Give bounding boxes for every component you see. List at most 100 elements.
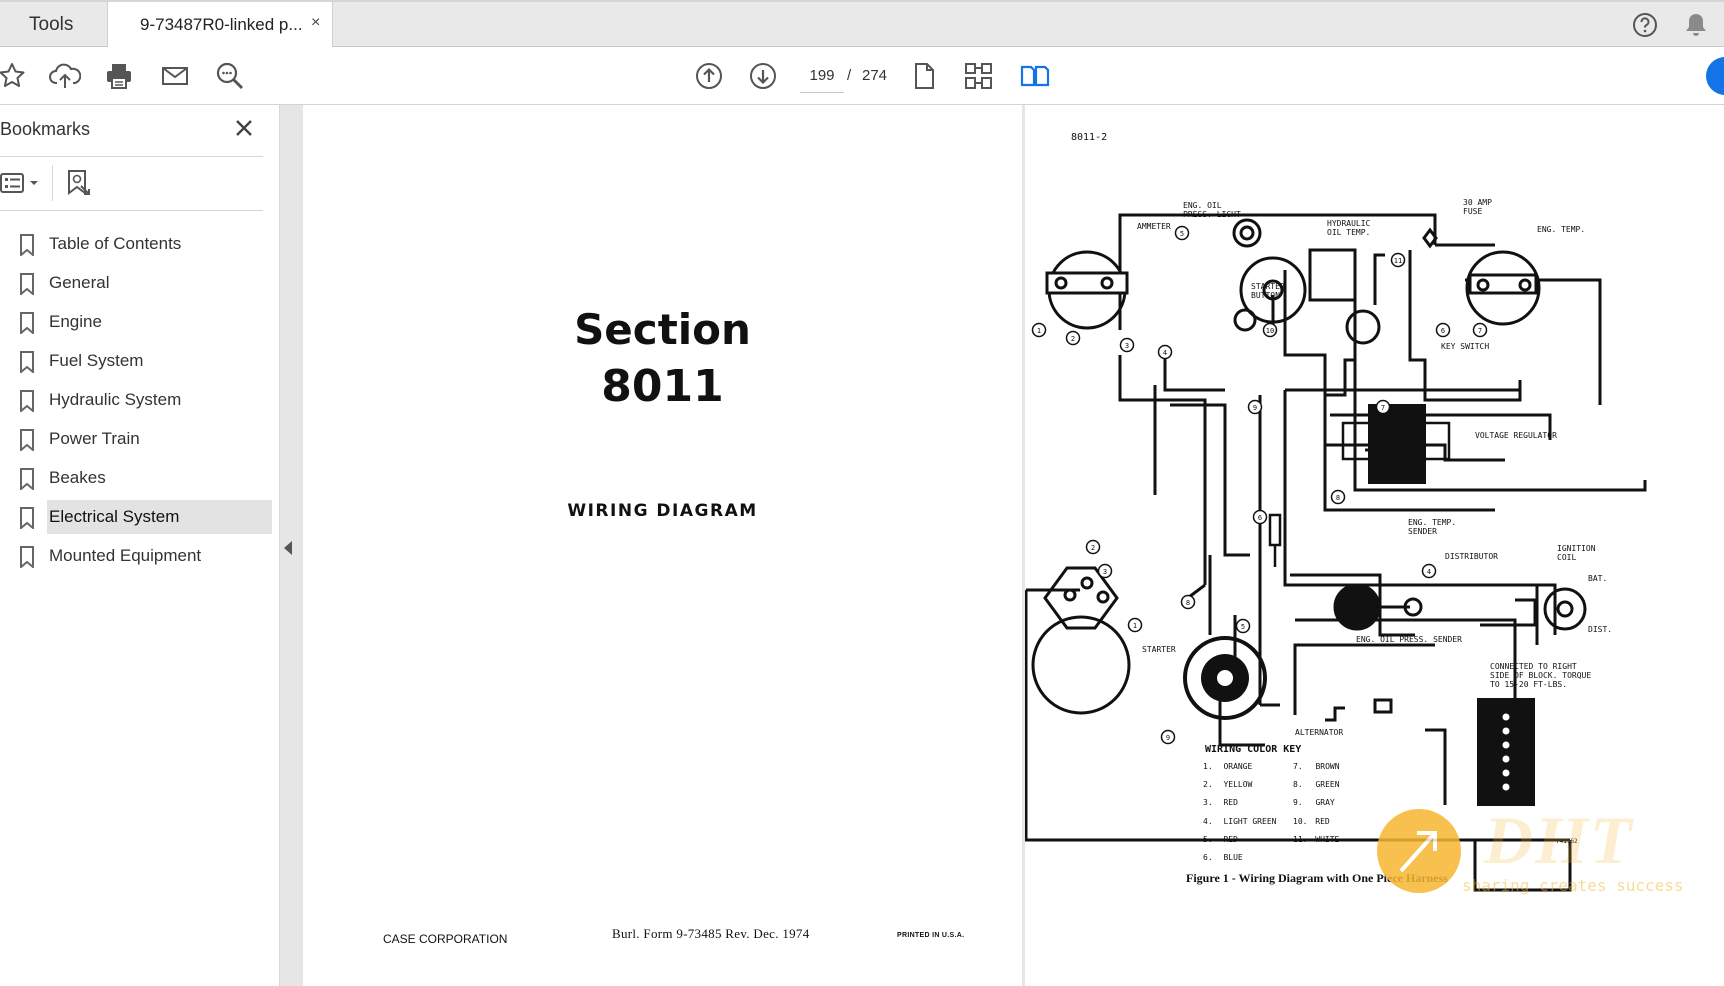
bookmark-label: Power Train bbox=[49, 429, 140, 448]
zoom-search-icon[interactable] bbox=[213, 59, 247, 93]
color-key-num: 6. bbox=[1203, 853, 1213, 863]
bookmark-icon bbox=[20, 234, 34, 256]
color-key-num: 8. bbox=[1293, 780, 1303, 790]
svg-text:2: 2 bbox=[1071, 335, 1075, 343]
section-number: 8011 bbox=[601, 361, 724, 412]
bookmark-item-mounted-equipment[interactable]: Mounted Equipment bbox=[0, 537, 272, 576]
color-key-num: 10. bbox=[1293, 816, 1308, 826]
voltage-regulator bbox=[1341, 404, 1451, 484]
gauges bbox=[1045, 218, 1541, 345]
color-key-row: 7. BROWN bbox=[1293, 758, 1393, 776]
alternator bbox=[1183, 636, 1267, 720]
bookmark-item-engine[interactable]: Engine bbox=[0, 303, 272, 342]
tab-tools-label: Tools bbox=[29, 13, 74, 35]
collapse-panel-icon[interactable] bbox=[284, 541, 292, 555]
bookmark-item-power-train[interactable]: Power Train bbox=[0, 420, 272, 459]
color-key-color: RED bbox=[1223, 798, 1238, 808]
label-bat: BAT. bbox=[1588, 574, 1608, 583]
figure-caption: Figure 1 - Wiring Diagram with One Piece… bbox=[1186, 871, 1448, 885]
page-separator: / bbox=[847, 67, 852, 84]
star-icon[interactable] bbox=[0, 59, 29, 93]
label-distributor: DISTRIBUTOR bbox=[1445, 552, 1498, 561]
help-icon[interactable] bbox=[1632, 12, 1658, 43]
label-ignition-coil-1: IGNITION bbox=[1557, 544, 1596, 553]
footer-company: CASE CORPORATION bbox=[383, 932, 508, 946]
tab-document[interactable]: 9-73487R0-linked p... × bbox=[107, 2, 333, 48]
page-number-input[interactable] bbox=[800, 59, 844, 93]
add-bookmark-icon[interactable] bbox=[65, 167, 93, 199]
color-key-row: 1. ORANGE bbox=[1203, 758, 1303, 776]
cloud-upload-icon[interactable] bbox=[48, 59, 82, 93]
color-key-column-1: 1. ORANGE 2. YELLOW 3. RED 4. LIGHT GREE… bbox=[1203, 758, 1303, 867]
bookmark-item-hydraulic-system[interactable]: Hydraulic System bbox=[0, 381, 272, 420]
wire-markers bbox=[1031, 225, 1488, 745]
notification-bell-icon[interactable] bbox=[1684, 12, 1708, 43]
color-key-row: 9. GRAY bbox=[1293, 794, 1393, 812]
color-key-row: 6. BLUE bbox=[1203, 849, 1303, 867]
label-oil-press-sender: ENG. OIL PRESS. SENDER bbox=[1356, 635, 1462, 644]
color-key-color: BROWN bbox=[1315, 762, 1340, 771]
color-key-row: 10. RED bbox=[1293, 813, 1393, 831]
section-title: Section bbox=[574, 305, 751, 354]
single-page-icon[interactable] bbox=[907, 59, 941, 93]
main-toolbar: / 274 bbox=[0, 47, 1724, 105]
color-key-row: 5. RED bbox=[1203, 831, 1303, 849]
label-starter-button-2: BUTTON bbox=[1251, 291, 1280, 300]
color-key-num: 3. bbox=[1203, 798, 1213, 808]
terminal-block bbox=[1477, 698, 1535, 806]
svg-text:4: 4 bbox=[1427, 568, 1431, 576]
tab-tools[interactable]: Tools bbox=[0, 2, 107, 47]
color-key-title: WIRING COLOR KEY bbox=[1205, 744, 1302, 755]
bookmark-label: Electrical System bbox=[49, 507, 180, 526]
svg-text:8: 8 bbox=[1186, 599, 1190, 607]
label-hyd-temp-1: HYDRAULIC bbox=[1327, 219, 1371, 228]
color-key-num: 4. bbox=[1203, 816, 1213, 826]
account-avatar[interactable] bbox=[1706, 57, 1724, 95]
label-starter-button-1: STARTER bbox=[1251, 282, 1285, 291]
bookmark-icon bbox=[20, 429, 34, 451]
bookmark-item-electrical-system[interactable]: Electrical System bbox=[0, 498, 272, 537]
svg-text:9: 9 bbox=[1166, 734, 1170, 742]
bookmark-label: Fuel System bbox=[49, 351, 144, 370]
label-oil-press-light-1: ENG. OIL bbox=[1183, 201, 1222, 210]
footer-form-number: Burl. Form 9-73485 Rev. Dec. 1974 bbox=[612, 926, 810, 941]
label-part-number: 741162 bbox=[1556, 838, 1578, 845]
bookmark-item-general[interactable]: General bbox=[0, 264, 272, 303]
bookmark-options-menu[interactable] bbox=[0, 167, 44, 199]
label-block-note-3: TO 15-20 FT-LBS. bbox=[1490, 680, 1568, 689]
bookmark-icon bbox=[20, 507, 34, 529]
arrow-down-icon[interactable] bbox=[746, 59, 780, 93]
bookmarks-panel-title: Bookmarks bbox=[0, 119, 91, 139]
two-page-view-icon[interactable] bbox=[1018, 59, 1052, 93]
svg-text:11: 11 bbox=[1394, 257, 1402, 265]
label-eng-temp-sender-1: ENG. TEMP. bbox=[1408, 518, 1457, 527]
svg-text:8: 8 bbox=[1336, 494, 1340, 502]
color-key-num: 5. bbox=[1203, 834, 1213, 844]
arrow-up-icon[interactable] bbox=[692, 59, 726, 93]
mail-icon[interactable] bbox=[158, 59, 192, 93]
close-panel-icon[interactable] bbox=[233, 117, 255, 139]
bookmark-label: General bbox=[49, 273, 110, 292]
printer-icon[interactable] bbox=[102, 59, 136, 93]
svg-text:7: 7 bbox=[1381, 404, 1385, 412]
svg-text:6: 6 bbox=[1441, 327, 1445, 335]
tab-close-button[interactable]: × bbox=[311, 14, 321, 31]
bookmark-label: Engine bbox=[49, 312, 102, 331]
thumbnails-icon[interactable] bbox=[962, 59, 996, 93]
bookmark-item-table-of-contents[interactable]: Table of Contents bbox=[0, 225, 272, 264]
color-key-row: 8. GREEN bbox=[1293, 776, 1393, 794]
pdf-page-left: Section 8011 WIRING DIAGRAM CASE CORPORA… bbox=[303, 105, 1022, 986]
color-key-color: ORANGE bbox=[1223, 762, 1253, 771]
color-key-color: BLUE bbox=[1223, 853, 1243, 863]
bookmark-item-fuel-system[interactable]: Fuel System bbox=[0, 342, 272, 381]
bookmark-item-beakes[interactable]: Beakes bbox=[0, 459, 272, 498]
color-key-color: GRAY bbox=[1315, 798, 1335, 808]
svg-text:5: 5 bbox=[1241, 623, 1245, 631]
bookmark-label: Hydraulic System bbox=[49, 390, 182, 409]
bookmark-label: Table of Contents bbox=[49, 234, 182, 253]
tab-bar: Tools 9-73487R0-linked p... × bbox=[0, 0, 1724, 48]
svg-text:3: 3 bbox=[1125, 342, 1129, 350]
